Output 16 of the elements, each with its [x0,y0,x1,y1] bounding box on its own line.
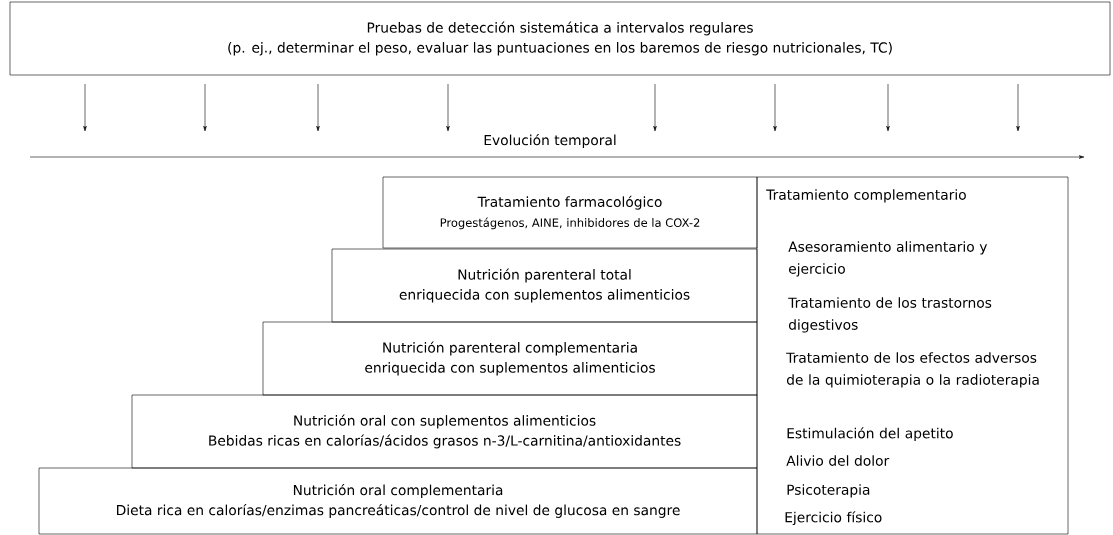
step-box: Nutrición oral con suplementos alimenticios Bebidas ricas en calorías/ácidos grasos n-3/L-carnitina/antioxidantes [131,394,758,469]
panel-item: Asesoramiento alimentario y ejercicio [788,241,988,277]
panel-box [756,176,1069,535]
panel-item: Psicoterapia [787,484,870,498]
step-box: Nutrición parenteral complementaria enriquecida con suplementos alimenticios [262,321,758,396]
screening-box: Pruebas de detección sistemática a intervalos regulares (p. ej., determinar el peso, evaluar las puntuaciones en los baremos de riesgo nutricionales, TC) [9,1,1111,76]
step-box: Nutrición parenteral total enriquecida con suplementos alimenticios [331,248,758,323]
panel-heading: Tratamiento complementario [766,189,966,203]
panel-item: Ejercicio físico [785,511,882,526]
panel-item: Tratamiento de los trastornos digestivos [788,297,992,333]
panel-item: Tratamiento de los efectos adversos de la quimioterapia o la radioterapia [786,352,1039,388]
axis-label: Evolución temporal [484,134,616,148]
step-box: Nutrición oral complementaria Dieta rica en calorías/enzimas pancreáticas/control de nivel de glucosa en sangre [38,467,758,535]
step-box: Tratamiento farmacológico Progestágenos, AINE, inhibidores de la COX-2 [382,176,758,249]
panel-item: Alivio del dolor [786,455,890,466]
panel-item: Estimulación del apetito [787,427,953,442]
